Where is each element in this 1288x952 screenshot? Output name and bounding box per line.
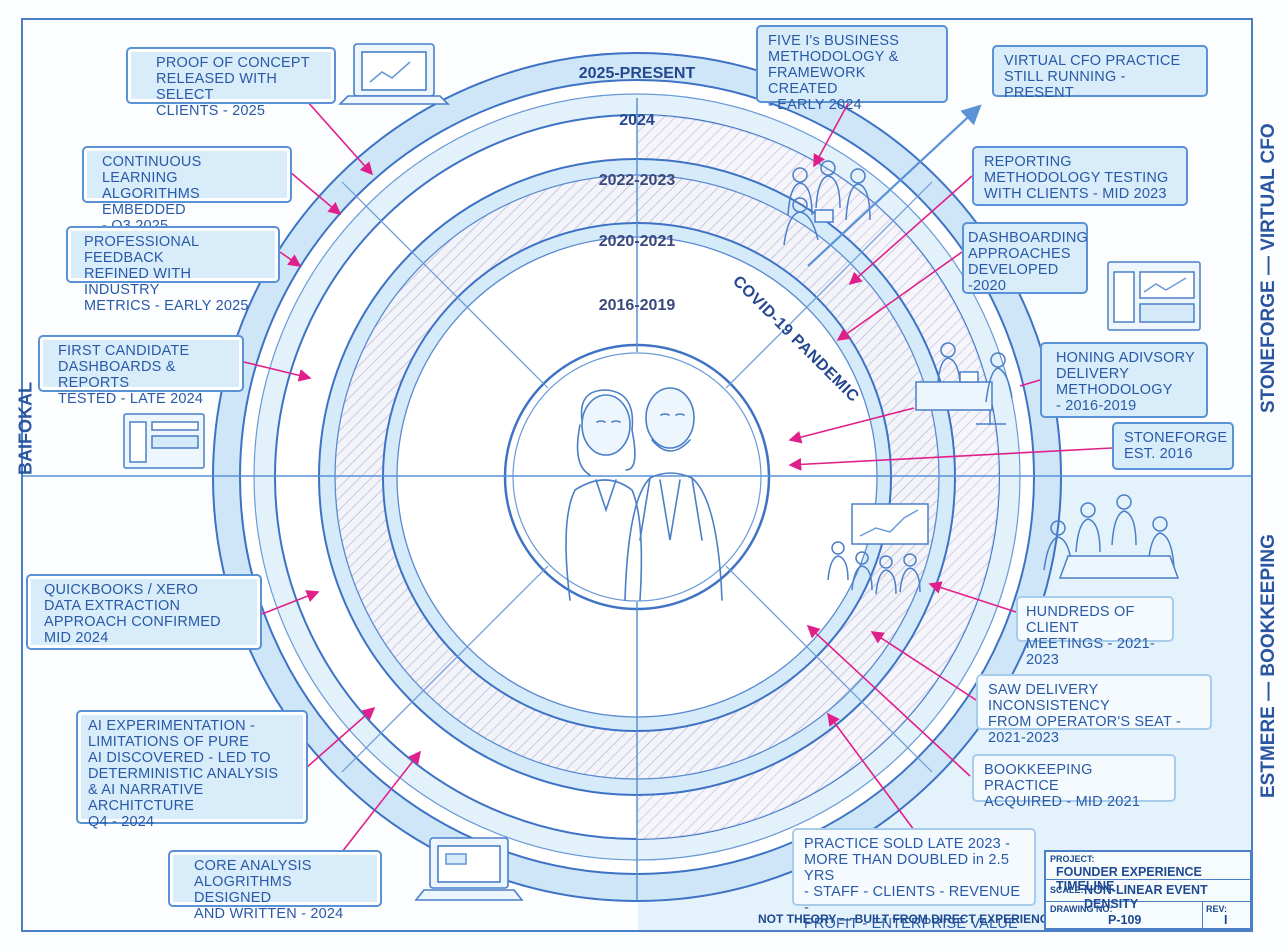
callout-proof-of-concept: PROOF OF CONCEPT RELEASED WITH SELECT CL… xyxy=(126,47,336,119)
scale-label: SCALE: xyxy=(1050,885,1084,895)
ring-label-2024: 2024 xyxy=(619,112,655,129)
side-label-estmere: ESTMERE — BOOKKEEPING xyxy=(1258,534,1279,798)
callout-core-analysis: CORE ANALYSIS ALOGRITHMS DESIGNED AND WR… xyxy=(168,850,382,922)
callout-quickbooks-xero: QUICKBOOKS / XERO DATA EXTRACTION APPROA… xyxy=(26,574,262,650)
callout-honing-advisory: HONING ADIVSORY DELIVERY METHODOLOGY - 2… xyxy=(1040,342,1208,418)
callout-text: FIRST CANDIDATE DASHBOARDS & REPORTS TES… xyxy=(58,343,204,407)
callout-text: PROFESSIONAL FEEDBACK REFINED WITH INDUS… xyxy=(84,234,249,314)
title-block: PROJECT: FOUNDER EXPERIENCE TIMELINE SCA… xyxy=(1044,850,1252,930)
laptop-icon xyxy=(414,837,524,901)
title-block-drawing-cell: DRAWING NO: P-109 xyxy=(1046,902,1203,930)
callout-text: PRACTICE SOLD LATE 2023 - MORE THAN DOUB… xyxy=(804,836,1021,932)
callout-delivery-inconsistency: SAW DELIVERY INCONSISTENCY FROM OPERATOR… xyxy=(976,674,1212,746)
callout-text: CORE ANALYSIS ALOGRITHMS DESIGNED AND WR… xyxy=(194,858,344,922)
callout-arrows xyxy=(243,99,1113,853)
title-block-scale-row: SCALE: NON-LINEAR EVENT DENSITY xyxy=(1046,880,1250,911)
team-meeting-icon xyxy=(783,160,871,246)
rev-value: I xyxy=(1224,913,1228,927)
callout-continuous-learning: CONTINUOUS LEARNING ALGORITHMS EMBEDDED … xyxy=(82,146,292,234)
callout-text: BOOKKEEPING PRACTICE ACQUIRED - MID 2021 xyxy=(984,762,1141,810)
founders-portrait xyxy=(565,387,723,601)
callout-ai-experimentation: AI EXPERIMENTATION - LIMITATIONS OF PURE… xyxy=(76,710,308,830)
ring-label-2020-2021: 2020-2021 xyxy=(599,233,676,250)
callout-text: REPORTING METHODOLOGY TESTING WITH CLIEN… xyxy=(984,154,1169,202)
callout-five-is-methodology: FIVE I's BUSINESS METHODOLOGY & FRAMEWOR… xyxy=(756,25,948,113)
callout-text: PROOF OF CONCEPT RELEASED WITH SELECT CL… xyxy=(156,55,310,119)
ring-label-2016-2019: 2016-2019 xyxy=(599,297,676,314)
laptop-icon xyxy=(338,43,450,105)
callout-reporting-methodology: REPORTING METHODOLOGY TESTING WITH CLIEN… xyxy=(972,146,1188,206)
callout-first-candidate-dashboards: FIRST CANDIDATE DASHBOARDS & REPORTS TES… xyxy=(38,335,244,407)
drawing-frame xyxy=(21,18,1253,932)
callout-professional-feedback: PROFESSIONAL FEEDBACK REFINED WITH INDUS… xyxy=(66,226,280,314)
virtual-cfo-arrow xyxy=(807,104,982,267)
scale-value: NON-LINEAR EVENT DENSITY xyxy=(1084,883,1208,911)
callout-text: STONEFORGE EST. 2016 xyxy=(1124,430,1228,462)
drawing-label: DRAWING NO: xyxy=(1050,904,1113,914)
callout-text: DASHBOARDING APPROACHES DEVELOPED -2020 xyxy=(968,230,1089,294)
project-value: FOUNDER EXPERIENCE TIMELINE xyxy=(1056,865,1202,893)
callout-client-meetings: HUNDREDS OF CLIENT MEETINGS - 2021-2023 xyxy=(1016,596,1174,668)
callout-text: VIRTUAL CFO PRACTICE STILL RUNNING - PRE… xyxy=(1004,53,1181,101)
footer-note: NOT THEORY — BUILT FROM DIRECT EXPERIENC… xyxy=(758,912,1057,926)
callout-text: HUNDREDS OF CLIENT MEETINGS - 2021-2023 xyxy=(1026,604,1155,668)
callout-text: CONTINUOUS LEARNING ALGORITHMS EMBEDDED … xyxy=(102,154,202,234)
side-label-baifokal: BAIFOKAL xyxy=(15,382,36,475)
drawing-value: P-109 xyxy=(1108,913,1142,927)
founders-portrait-frame xyxy=(512,352,762,602)
callout-stoneforge-est: STONEFORGE EST. 2016 xyxy=(1112,422,1234,470)
callout-text: FIVE I's BUSINESS METHODOLOGY & FRAMEWOR… xyxy=(768,33,900,113)
dashboard-screen-icon xyxy=(1107,261,1201,331)
callout-dashboarding-approaches: DASHBOARDING APPROACHES DEVELOPED -2020 xyxy=(962,222,1088,294)
office-desk-icon xyxy=(915,342,1013,425)
callout-text: HONING ADIVSORY DELIVERY METHODOLOGY - 2… xyxy=(1056,350,1195,414)
team-meeting-icon xyxy=(1043,494,1180,579)
dashboard-screen-icon xyxy=(123,413,205,469)
ring-label-2025-present: 2025-PRESENT xyxy=(579,65,696,82)
callout-bookkeeping-acquired: BOOKKEEPING PRACTICE ACQUIRED - MID 2021 xyxy=(972,754,1176,810)
callout-text: QUICKBOOKS / XERO DATA EXTRACTION APPROA… xyxy=(44,582,221,646)
callout-text: AI EXPERIMENTATION - LIMITATIONS OF PURE… xyxy=(88,718,279,830)
callout-virtual-cfo-practice: VIRTUAL CFO PRACTICE STILL RUNNING - PRE… xyxy=(992,45,1208,101)
presentation-icon xyxy=(827,503,929,595)
title-block-rev-cell: REV: I xyxy=(1202,902,1250,930)
project-label: PROJECT: xyxy=(1050,854,1095,864)
rev-label: REV: xyxy=(1206,904,1228,914)
callout-practice-sold: PRACTICE SOLD LATE 2023 - MORE THAN DOUB… xyxy=(792,828,1036,932)
callout-text: SAW DELIVERY INCONSISTENCY FROM OPERATOR… xyxy=(988,682,1182,746)
title-block-project-row: PROJECT: FOUNDER EXPERIENCE TIMELINE xyxy=(1046,852,1250,893)
side-label-stoneforge: STONEFORGE — VIRTUAL CFO xyxy=(1258,123,1279,413)
ring-label-2022-2023: 2022-2023 xyxy=(599,172,676,189)
